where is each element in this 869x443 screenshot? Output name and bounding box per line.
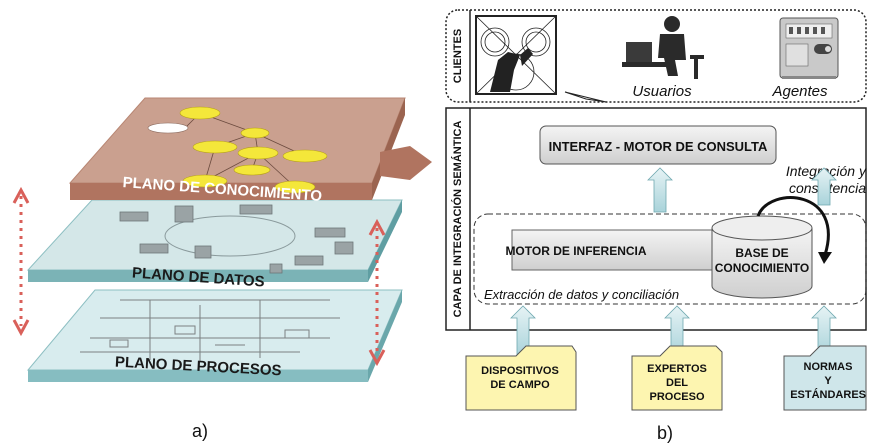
source-standards: NORMAS Y ESTÁNDARES [783,345,867,411]
operator-icon [475,15,557,95]
semantic-layer-label: CAPA DE INTEGRACIÓN SEMÁNTICA [451,121,464,318]
ontology-nodes [179,106,328,194]
interface-label: INTERFAZ - MOTOR DE CONSULTA [549,139,768,154]
knowledge-base-line1: BASE DE [735,246,788,260]
data-plane [26,199,403,282]
caption-b: b) [657,423,673,443]
left-panel: PLANO DE CONOCIMIENTO PLANO DE DATOS PLA… [12,97,432,441]
callout-pointer [564,91,607,103]
right-vertical-arrow [368,218,386,367]
source-1-line2: DE CAMPO [490,379,550,391]
agents-icon [779,17,839,79]
data-source-icons [119,204,354,274]
left-vertical-arrow [12,186,30,337]
agents-label: Agentes [771,83,828,100]
inference-engine-box: MOTOR DE INFERENCIA [505,229,743,271]
knowledge-plane [68,97,432,200]
process-sketch [80,299,340,362]
clients-label: CLIENTES [452,29,464,83]
clients-container [445,9,867,103]
caption-a: a) [192,421,208,441]
source-3-line2: Y [824,375,832,387]
arrow-up-to-interface-right [811,167,837,206]
source-2-line1: EXPERTOS [647,363,707,375]
source-field-devices: DISPOSITIVOS DE CAMPO [465,345,577,411]
interface-box: INTERFAZ - MOTOR DE CONSULTA [539,125,777,165]
users-icon [622,16,704,79]
source-2-line2: DEL [666,377,688,389]
semantic-layer-container [445,107,867,331]
extraction-note: Extracción de datos y conciliación [484,287,679,302]
knowledge-base-cylinder: BASE DE CONOCIMIENTO [711,215,813,299]
source-1-line1: DISPOSITIVOS [481,365,559,377]
source-2-line3: PROCESO [649,391,704,403]
source-process-experts: EXPERTOS DEL PROCESO [631,345,723,411]
source-3-line3: ESTÁNDARES [790,388,866,401]
users-label: Usuarios [632,83,692,100]
loop-arrow-icon [756,196,832,264]
knowledge-arrow-icon [380,146,432,180]
source-arrows [510,305,837,357]
processing-container [473,213,867,305]
knowledge-base-line2: CONOCIMIENTO [715,261,809,275]
source-3-line1: NORMAS [804,361,853,373]
arrow-up-to-interface-left [647,167,673,213]
inference-engine-label: MOTOR DE INFERENCIA [505,244,646,258]
right-panel: CLIENTES Usuar [445,9,867,443]
